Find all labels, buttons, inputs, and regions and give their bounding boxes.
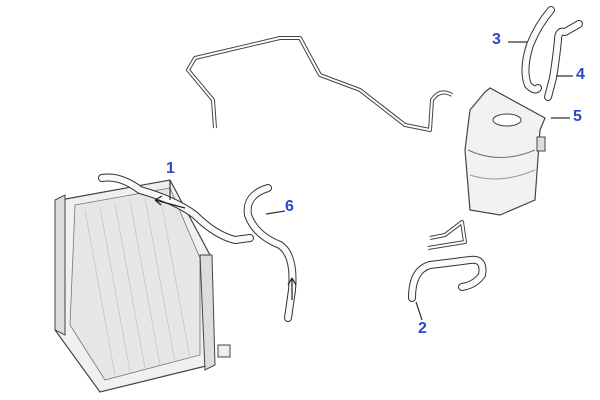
hose-2[interactable] [408,220,487,302]
callout-1[interactable]: 1 [166,160,175,177]
callout-3[interactable]: 3 [492,31,501,48]
hose-4[interactable] [544,20,583,101]
hose-6[interactable] [243,184,297,322]
callout-6[interactable]: 6 [285,198,294,215]
hose-3[interactable] [521,6,555,94]
bleed-pipe[interactable] [186,36,454,132]
radiator[interactable] [54,179,231,393]
callout-5[interactable]: 5 [573,108,582,125]
leader-line-6 [265,210,286,215]
leader-line-2 [415,301,423,321]
callout-2[interactable]: 2 [418,320,427,337]
hose-1[interactable] [98,173,254,244]
expansion-tank[interactable] [464,87,546,216]
callout-4[interactable]: 4 [576,66,585,83]
